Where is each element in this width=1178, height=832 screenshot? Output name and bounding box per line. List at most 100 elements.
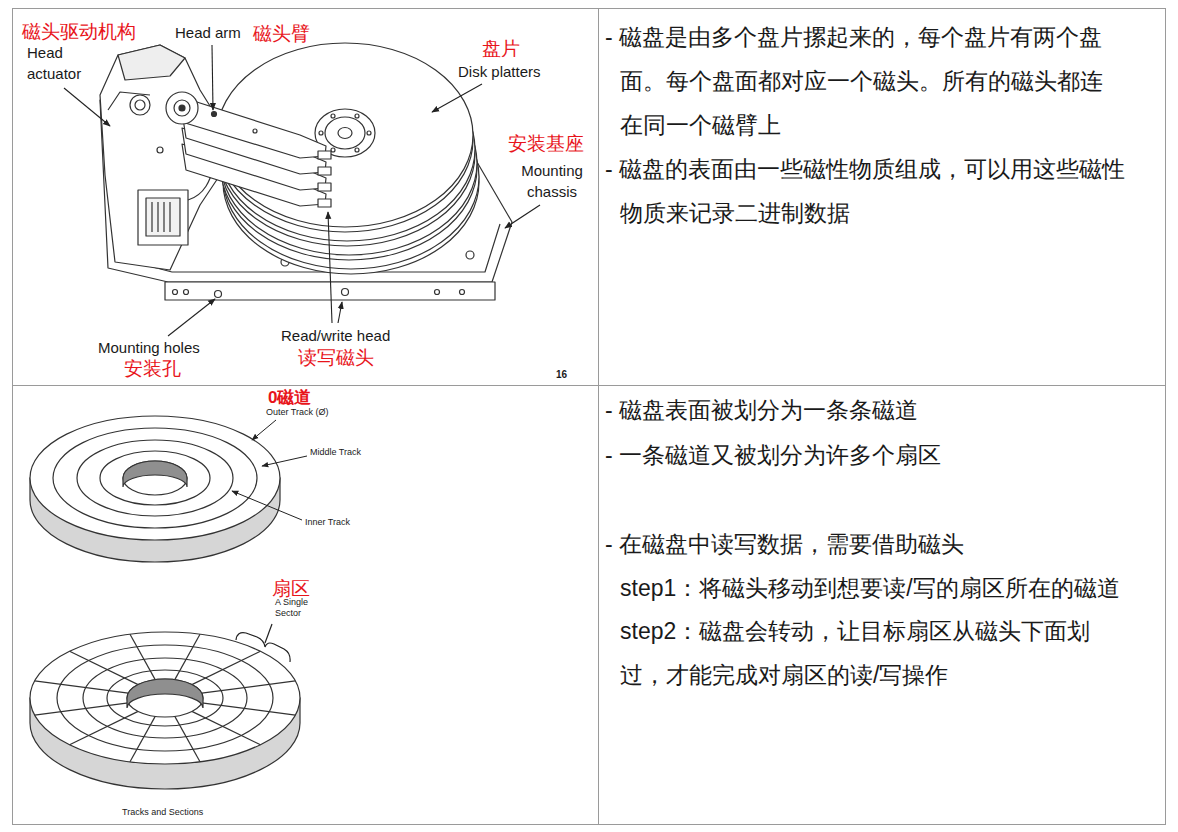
- part-label-zh: 0磁道: [268, 388, 311, 408]
- bullet-text: - 一条磁道又被划分为许多个扇区: [605, 433, 1145, 477]
- leader-line: [328, 212, 332, 323]
- track-disk-drawing: [53, 428, 257, 528]
- sector-disk-drawing: [127, 679, 203, 708]
- hard-disk-drawing: [318, 183, 331, 191]
- hard-disk-drawing: [179, 105, 185, 111]
- sector-disk-drawing: [35, 703, 129, 715]
- leader-line: [212, 45, 213, 110]
- part-label: Mounting chassis: [508, 160, 596, 202]
- sector-disk-drawing: [30, 632, 300, 764]
- leader-line: [338, 302, 342, 323]
- leader-line: [262, 456, 307, 466]
- hard-disk-drawing: [100, 43, 512, 300]
- part-label-zh: 盘片: [482, 37, 520, 60]
- part-label: Head actuator: [27, 42, 107, 84]
- hard-disk-drawing: [319, 131, 323, 135]
- part-label: Mounting holes: [98, 339, 200, 357]
- hard-disk-drawing: [342, 289, 349, 296]
- hard-disk-drawing: [163, 202, 164, 232]
- hard-disk-drawing: [460, 290, 465, 295]
- hard-disk-drawing: [318, 167, 331, 175]
- figure-caption: Tracks and Sections: [122, 807, 203, 818]
- hard-disk-drawing: [108, 92, 150, 110]
- step-text: step2：磁盘会转动，让目标扇区从磁头下面划过，才能完成对扇区的读/写操作: [620, 609, 1128, 697]
- bullet-text: - 在磁盘中读写数据，需要借助磁头: [605, 522, 1145, 566]
- hard-disk-drawing: [118, 45, 185, 80]
- hard-disk-drawing: [466, 251, 474, 259]
- hard-disk-drawing: [253, 129, 257, 133]
- track-disk-drawing: [77, 440, 233, 516]
- hard-disk-drawing: [338, 128, 352, 139]
- sector-disk-drawing: [192, 651, 261, 684]
- sector-brace: [236, 633, 290, 662]
- sector-disk-drawing: [70, 651, 139, 684]
- sector-disk-drawing: [127, 679, 203, 717]
- part-label-zh: 扇区: [272, 577, 310, 600]
- part-label: A Single Sector: [275, 597, 320, 619]
- page-number: 16: [556, 369, 567, 381]
- hard-disk-drawing: [130, 95, 150, 115]
- table-grid: [13, 385, 1166, 386]
- bullet-text: - 磁盘表面被划分为一条条磁道: [605, 388, 1145, 432]
- hard-disk-drawing: [138, 190, 188, 245]
- hard-disk-drawing: [165, 282, 495, 300]
- track-disk-drawing: [100, 451, 210, 505]
- track-disk-drawing: [30, 416, 280, 562]
- sector-brace: [236, 624, 290, 662]
- track-disk-drawing: [123, 461, 187, 487]
- sector-disk-drawing: [202, 681, 296, 693]
- part-label: Outer Track (Ø): [266, 407, 329, 418]
- hard-disk-drawing: [355, 114, 359, 118]
- hard-disk-drawing: [157, 202, 158, 232]
- hard-disk-drawing: [166, 92, 198, 124]
- bullet-text: - 磁盘是由多个盘片摞起来的，每个盘片有两个盘面。每个盘面都对应一个磁头。所有的…: [605, 15, 1117, 147]
- hard-disk-drawing: [212, 112, 217, 117]
- hard-disk-drawing: [157, 147, 163, 153]
- hard-disk-drawing: [331, 114, 335, 118]
- track-disk-drawing: [123, 461, 187, 495]
- sector-disk-drawing: [35, 634, 296, 762]
- part-label: Head arm: [175, 24, 241, 42]
- hard-disk-drawing: [169, 202, 170, 232]
- part-label-zh: 安装基座: [508, 132, 584, 155]
- sector-disk-drawing: [57, 645, 273, 751]
- sector-disk-drawing: [175, 634, 200, 679]
- leader-line: [168, 299, 215, 336]
- hard-disk-drawing: [151, 202, 152, 232]
- sector-disk-drawing: [70, 711, 139, 744]
- hard-disk-drawing: [318, 151, 331, 159]
- table-grid: [13, 9, 1166, 825]
- table-grid: [598, 9, 599, 825]
- part-label: Middle Track: [310, 447, 361, 458]
- hard-disk-drawing: [174, 100, 190, 116]
- sector-disk-drawing: [175, 716, 200, 761]
- leader-line: [64, 88, 110, 126]
- hard-disk-drawing: [318, 199, 331, 207]
- sector-disk-drawing: [130, 634, 155, 679]
- hard-disk-drawing: [355, 148, 359, 152]
- sector-disk-drawing: [202, 703, 296, 715]
- bullet-text: - 磁盘的表面由一些磁性物质组成，可以用这些磁性物质来记录二进制数据: [605, 147, 1127, 235]
- sector-brace: [265, 624, 272, 643]
- part-label-zh: 安装孔: [124, 357, 181, 380]
- leader-line: [252, 420, 276, 440]
- step-text: step1：将磁头移动到想要读/写的扇区所在的磁道: [620, 566, 1150, 610]
- hard-disk-drawing: [367, 131, 371, 135]
- hard-disk-drawing: [178, 96, 326, 158]
- hard-disk-drawing: [184, 290, 189, 295]
- part-label: Disk platters: [458, 63, 541, 81]
- hard-disk-drawing: [173, 290, 178, 295]
- part-label-zh: 磁头驱动机构: [22, 20, 136, 43]
- part-label: Inner Track: [305, 517, 350, 528]
- sector-disk-drawing: [192, 711, 261, 744]
- part-label-zh: 磁头臂: [253, 22, 310, 45]
- hard-disk-drawing: [215, 291, 222, 298]
- sector-disk-drawing: [130, 716, 155, 761]
- table-grid: [13, 9, 1166, 825]
- leader-line: [232, 491, 302, 520]
- part-label-zh: 读写磁头: [298, 346, 374, 369]
- leader-line: [505, 205, 540, 228]
- sector-disk-drawing: [30, 632, 300, 789]
